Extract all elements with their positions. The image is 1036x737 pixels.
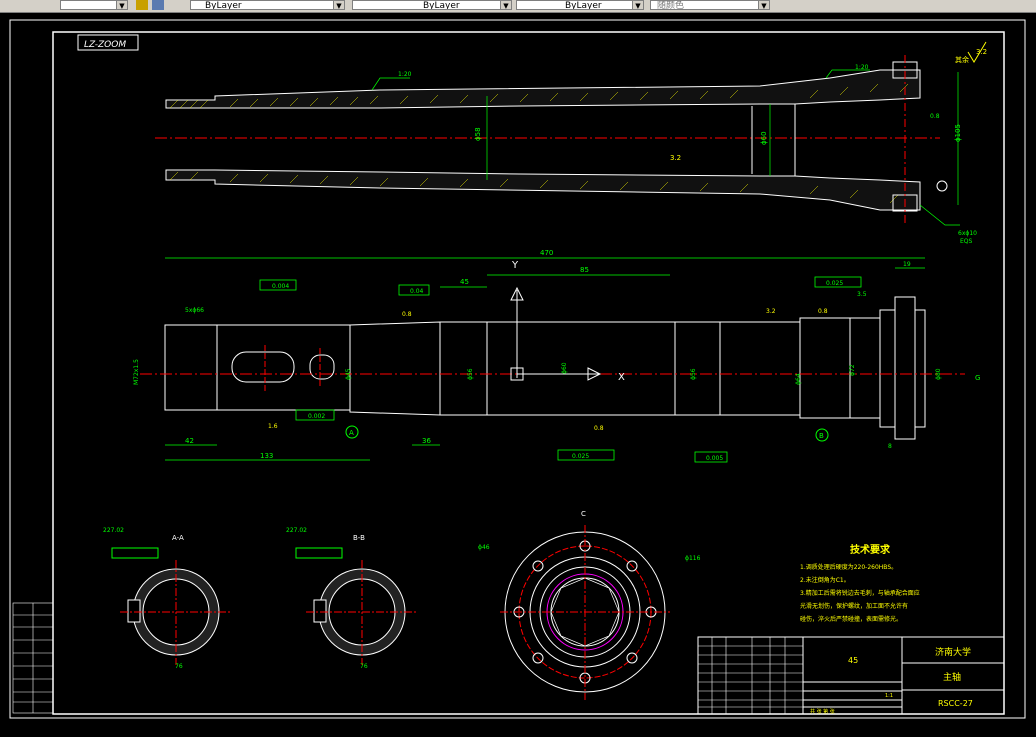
gdt-6: 0.002 (308, 413, 325, 420)
roughness-32: 3.2 (766, 308, 776, 315)
dia-56b: ϕ56 (690, 368, 697, 380)
gdt-2: 0.04 (410, 288, 424, 295)
linetype-dropdown[interactable]: ByLayer ▼ (352, 0, 512, 10)
gdt-4: 0.005 (706, 455, 723, 462)
flange-note-1: 6xϕ10 (958, 230, 977, 237)
section-aa-label: A-A (172, 534, 184, 542)
section-a-a: A-A 227.02 76 (103, 527, 232, 670)
plotstyle-dropdown[interactable]: 随颜色 ▼ (650, 0, 770, 10)
lineweight-value: ByLayer (565, 1, 602, 10)
corner-roughness-value: 3.2 (976, 48, 987, 56)
tech-req-line-3: 3.精加工后需将锐边去毛刺，与轴承配合面应 (800, 589, 920, 597)
layer-previous-icon[interactable] (152, 0, 164, 10)
thread-label: M72x1.5 (133, 359, 140, 385)
chevron-down-icon[interactable]: ▼ (500, 1, 511, 9)
roughness-symbol-corner: 3.2 其余 (955, 41, 987, 64)
title-block: 45 济南大学 主轴 RSCC-27 1:1 共 张 第 张 (697, 636, 1005, 715)
revision-table (12, 602, 54, 714)
linetype-value: ByLayer (423, 1, 460, 10)
datum-b: B (819, 432, 824, 440)
gdt-1: 0.004 (272, 283, 289, 290)
gdt-3: 0.025 (572, 453, 589, 460)
top-section-view: ϕ58 ϕ60 ϕ105 1:20 1:20 3.2 0.8 6xϕ10 EQS (155, 55, 977, 245)
properties-toolbar: ▼ ByLayer ▼ ByLayer ▼ ByLayer ▼ 随颜色 ▼ (0, 0, 1036, 13)
section-bb-top-dim: 227.02 (286, 527, 307, 534)
ucs-x-label: X (618, 372, 625, 383)
dim-133: 133 (260, 452, 273, 460)
roughness-08b: 0.8 (594, 425, 604, 432)
section-aa-dim: 76 (175, 663, 183, 670)
title-material: 45 (848, 656, 858, 665)
roughness-08c: 0.8 (818, 308, 828, 315)
lineweight-dropdown[interactable]: ByLayer ▼ (516, 0, 644, 10)
roughness-08: 0.8 (402, 311, 412, 318)
title-sheet: 共 张 第 张 (810, 708, 835, 715)
bore-dia-1: ϕ58 (474, 127, 482, 141)
chevron-down-icon[interactable]: ▼ (116, 1, 127, 9)
title-part-name: 主轴 (943, 671, 961, 683)
chevron-down-icon[interactable]: ▼ (758, 1, 769, 9)
taper-label-2: 1:20 (855, 64, 869, 71)
section-aa-top-dim: 227.02 (103, 527, 124, 534)
tech-req-line-4: 光滑无划伤，保护螺纹，加工面不允许有 (800, 602, 908, 610)
section-bb-dim: 76 (360, 663, 368, 670)
dim-19: 19 (903, 261, 911, 268)
flange-dia-1: ϕ46 (478, 544, 490, 551)
bore-dia-2: ϕ60 (760, 131, 768, 145)
tech-req-line-1: 1.调质处理后硬度为220-260HBS。 (800, 563, 897, 571)
layer-value: ByLayer (205, 1, 242, 10)
datum-a: A (349, 429, 354, 437)
dim-36: 36 (422, 437, 431, 445)
section-bb-label: B-B (353, 534, 365, 542)
tech-req-title: 技术要求 (850, 543, 891, 556)
layer-dropdown[interactable]: ByLayer ▼ (190, 0, 345, 10)
frame-border (52, 31, 1005, 715)
gdt-5: 0.025 (826, 280, 843, 287)
dim-3-5: 3.5 (857, 291, 867, 298)
drawing-canvas[interactable]: LZ-ZOOM ϕ58 ϕ60 ϕ105 1:20 1:20 3.2 0.8 6… (0, 12, 1036, 737)
dim-8: 8 (888, 443, 892, 450)
dia-64: ϕ64 (795, 373, 802, 385)
chevron-down-icon[interactable]: ▼ (333, 1, 344, 9)
tech-req-line-2: 2.未注倒角为C1。 (800, 576, 850, 584)
dim-step: 85 (580, 266, 589, 274)
taper-label-1: 1:20 (398, 71, 412, 78)
flange-dia-2: ϕ116 (685, 555, 701, 562)
section-b-b: B-B 227.02 76 (286, 527, 418, 670)
bore-roughness-2: 0.8 (930, 113, 940, 120)
title-scale: 1:1 (885, 693, 893, 699)
stamp-text: LZ-ZOOM (84, 40, 126, 50)
chevron-down-icon[interactable]: ▼ (632, 1, 643, 9)
bore-dia-3: ϕ105 (954, 124, 962, 142)
stamp-box (77, 34, 139, 51)
dim-mid: 45 (460, 278, 469, 286)
bore-roughness: 3.2 (670, 154, 681, 162)
keyway-label: 5xϕ66 (185, 307, 204, 314)
main-shaft-view: 470 85 45 Y X 42 133 36 1 (133, 249, 980, 463)
plotstyle-value: 随颜色 (657, 1, 685, 10)
sheet-border (9, 19, 1026, 719)
view-g-marker: G (975, 374, 980, 382)
roughness-16: 1.6 (268, 423, 278, 430)
dia-80: ϕ80 (935, 368, 942, 380)
layer-state-icon[interactable] (136, 0, 148, 10)
tech-req-line-5: 碰伤，淬火后严禁碰撞，表面需修光。 (800, 615, 902, 623)
dim-total-length: 470 (540, 249, 553, 257)
dia-45: ϕ45 (345, 368, 352, 380)
flange-view-c: C ϕ46 ϕ116 (478, 510, 701, 700)
dim-42: 42 (185, 437, 194, 445)
tech-requirements: 技术要求 1.调质处理后硬度为220-260HBS。 2.未注倒角为C1。 3.… (800, 543, 920, 623)
dia-60: ϕ60 (561, 362, 568, 374)
dia-56: ϕ56 (467, 368, 474, 380)
title-drawing-no: RSCC-27 (938, 699, 973, 708)
dia-72: ϕ72 (849, 364, 856, 376)
ucs-y-label: Y (511, 260, 519, 271)
corner-roughness-note: 其余 (955, 55, 969, 64)
flange-note-2: EQS (960, 238, 973, 245)
color-dropdown[interactable]: ▼ (60, 0, 128, 10)
title-school: 济南大学 (935, 646, 971, 658)
view-c-label: C (581, 510, 586, 518)
